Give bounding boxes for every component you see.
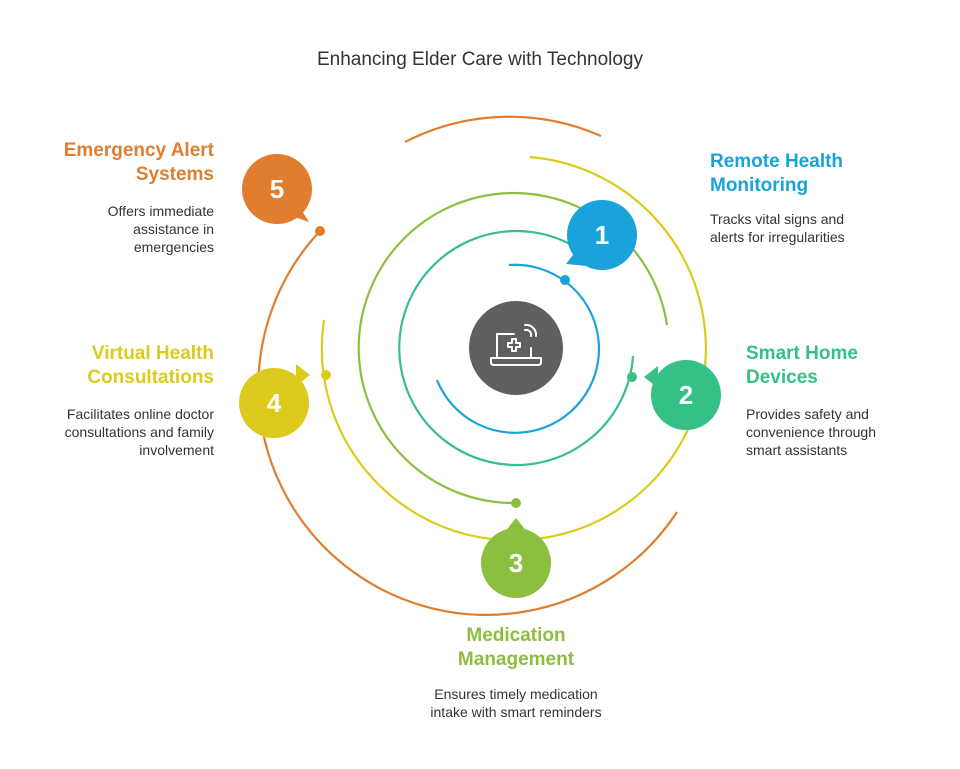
ring-5-top-arc	[404, 115, 602, 143]
item-2-label: Smart Home Devices	[746, 343, 858, 388]
item-4-description: Facilitates online doctor consultations …	[64, 406, 214, 458]
badge-5: 5	[242, 154, 312, 224]
badge-4: 4	[239, 364, 310, 438]
ring-5-dot	[315, 226, 325, 236]
item-1-label: Remote Health Monitoring	[710, 151, 844, 196]
ring-3-dot	[511, 498, 521, 508]
page-title: Enhancing Elder Care with Technology	[316, 49, 643, 70]
ring-4	[320, 155, 707, 542]
ring-5	[257, 230, 678, 616]
ring-1-dot	[560, 275, 570, 285]
item-3-label: Medication Management	[457, 625, 575, 670]
badge-1-number: 1	[595, 220, 609, 250]
badge-2: 2	[644, 360, 721, 430]
item-4-label: Virtual Health Consultations	[87, 343, 214, 388]
badge-4-number: 4	[267, 388, 282, 418]
ring-2-dot	[627, 372, 637, 382]
item-1-description: Tracks vital signs and alerts for irregu…	[710, 211, 845, 245]
ring-4-dot	[321, 370, 331, 380]
badge-1: 1	[566, 200, 637, 270]
item-3-description: Ensures timely medication intake with sm…	[430, 686, 602, 720]
badge-3-number: 3	[509, 548, 523, 578]
laptop-medical-cross-wifi-icon	[490, 323, 542, 366]
item-5-label: Emergency Alert Systems	[63, 140, 214, 185]
badge-3: 3	[481, 518, 551, 598]
badge-2-number: 2	[679, 380, 693, 410]
item-5-description: Offers immediate assistance in emergenci…	[107, 203, 214, 255]
item-2-description: Provides safety and convenience through …	[746, 406, 876, 458]
badge-5-number: 5	[270, 174, 284, 204]
ring-2	[398, 229, 635, 467]
